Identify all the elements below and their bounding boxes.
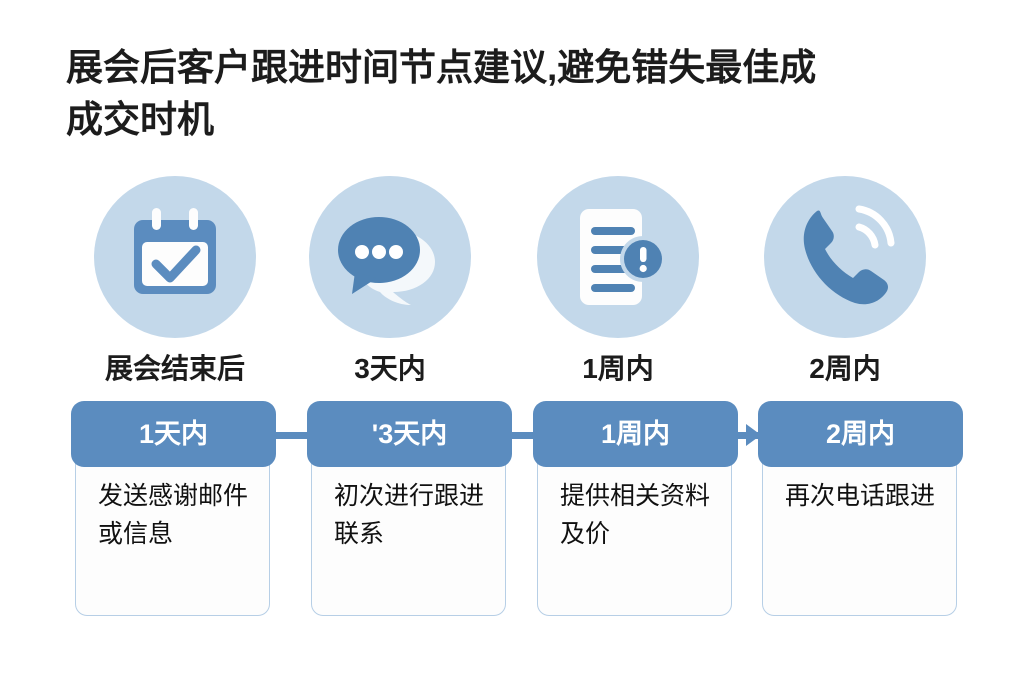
chat-bubbles-icon [309, 176, 471, 338]
timeline-card-1-header-text: 1天内 [138, 419, 209, 449]
icon-row: 展会结束后 3天内 [0, 176, 1024, 391]
icon-label-exhibition-end: 展会结束后 [104, 353, 245, 384]
page-title: 展会后客户跟进时间节点建议,避免错失最佳成 成交时机 [66, 42, 986, 146]
connector-1-2 [272, 432, 312, 439]
timeline-card-3-header-text: 1周内 [600, 419, 671, 449]
timeline-card-4[interactable]: 2周内 再次电话跟进 [758, 401, 963, 616]
calendar-check-icon [94, 176, 256, 338]
timeline-card-4-body: 再次电话跟进 [785, 482, 936, 510]
timeline-card-3[interactable]: 1周内 提供相关资料及价 [533, 401, 738, 616]
timeline-card-4-header-text: 2周内 [825, 419, 896, 449]
timeline-card-2-header: '3天内 [307, 401, 512, 467]
timeline-card-2-body: 初次进行跟进联系 [334, 482, 485, 548]
icon-column-2-weeks: 2周内 [730, 176, 960, 386]
icon-column-3-days: 3天内 [275, 176, 505, 386]
timeline-card-1[interactable]: 1天内 发送感谢邮件或信息 [71, 401, 276, 616]
icon-label-1-week: 1周内 [582, 353, 654, 384]
page-title-line-1: 展会后客户跟进时间节点建议,避免错失最佳成 [66, 47, 817, 88]
icon-column-1-week: 1周内 [503, 176, 733, 386]
timeline-card-2[interactable]: '3天内 初次进行跟进联系 [307, 401, 512, 616]
icon-label-2-weeks: 2周内 [809, 353, 881, 384]
timeline-card-3-header: 1周内 [533, 401, 738, 467]
phone-call-icon [764, 176, 926, 338]
icon-label-3-days: 3天内 [354, 353, 426, 384]
timeline-card-1-body: 发送感谢邮件或信息 [98, 482, 249, 548]
icon-column-exhibition-end: 展会结束后 [60, 176, 290, 386]
timeline-card-1-header: 1天内 [71, 401, 276, 467]
timeline-card-row: 1天内 发送感谢邮件或信息 '3天内 初次进行跟进联系 1周内 提供相关资料及价… [0, 401, 1024, 619]
timeline-card-2-header-text: '3天内 [371, 419, 448, 449]
connector-3-4-arrow-icon [746, 424, 761, 446]
timeline-card-3-body: 提供相关资料及价 [560, 482, 711, 548]
page-title-line-2: 成交时机 [66, 99, 214, 140]
timeline-card-4-header: 2周内 [758, 401, 963, 467]
connector-2-3 [508, 432, 548, 439]
document-alert-icon [537, 176, 699, 338]
